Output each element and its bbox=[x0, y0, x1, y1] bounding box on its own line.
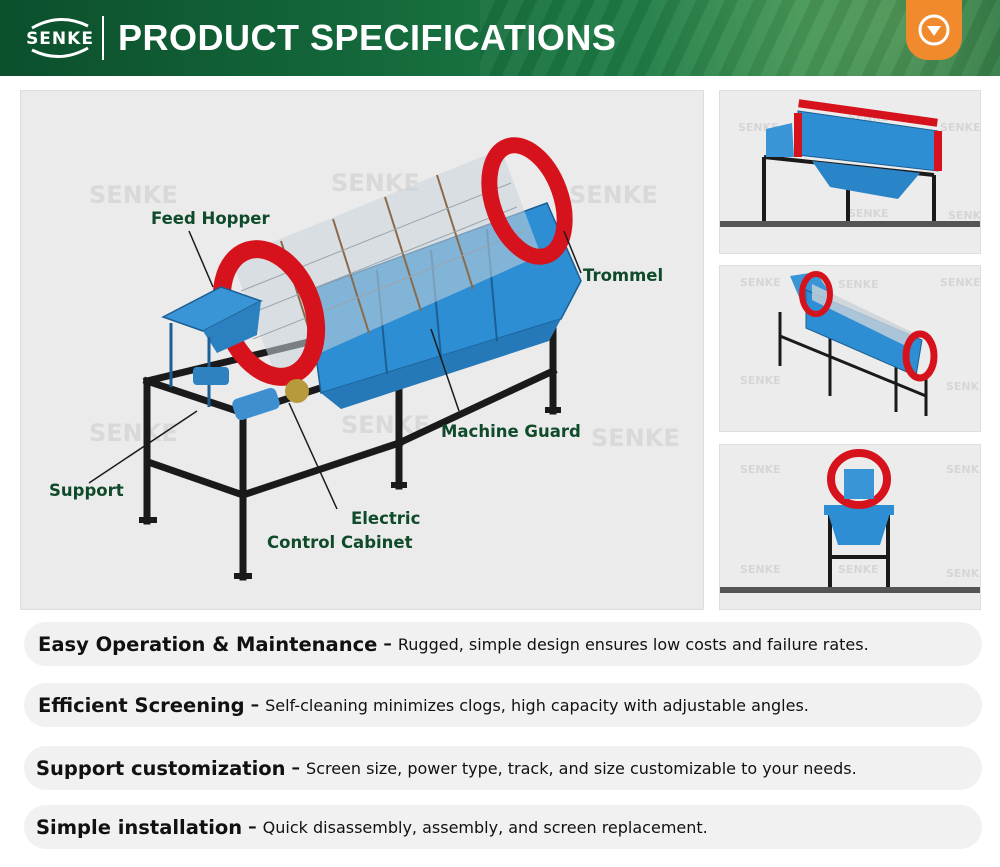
watermark-text: SENKE bbox=[940, 121, 981, 134]
feature-description: Screen size, power type, track, and size… bbox=[306, 758, 857, 778]
feature-dash: – bbox=[291, 758, 301, 778]
logo-swoosh-icon bbox=[31, 18, 89, 58]
feature-title: Efficient Screening bbox=[38, 693, 245, 717]
label-support: Support bbox=[49, 481, 124, 500]
feature-title: Support customization bbox=[36, 756, 286, 780]
watermark-text: SENKE bbox=[740, 374, 781, 387]
iso-view-illustration: SENKE SENKE SENKE SENKE SENKE bbox=[740, 271, 981, 416]
feature-description: Quick disassembly, assembly, and screen … bbox=[262, 817, 708, 837]
feature-customization: Support customization – Screen size, pow… bbox=[24, 746, 982, 790]
header-banner: SENKE PRODUCT SPECIFICATIONS bbox=[0, 0, 1000, 76]
watermark-text: SENKE bbox=[946, 463, 981, 476]
label-control-cabinet: Control Cabinet bbox=[267, 533, 413, 552]
watermark-text: SENKE bbox=[740, 563, 781, 576]
end-view-illustration: SENKE SENKE SENKE SENKE SENKE bbox=[720, 449, 981, 593]
thumbnail-end-view: SENKE SENKE SENKE SENKE SENKE bbox=[719, 444, 981, 610]
feature-description: Rugged, simple design ensures low costs … bbox=[397, 634, 869, 654]
watermark-text: SENKE bbox=[940, 276, 981, 289]
thumbnail-iso-view: SENKE SENKE SENKE SENKE SENKE bbox=[719, 265, 981, 432]
label-electric: Electric bbox=[351, 509, 421, 528]
scroll-down-button[interactable] bbox=[906, 0, 962, 60]
label-machine-guard: Machine Guard bbox=[441, 422, 581, 441]
logo-text: SENKE bbox=[26, 29, 94, 49]
watermark-text: SENKE bbox=[946, 567, 981, 580]
watermark-text: SENKE bbox=[946, 380, 981, 393]
trommel-diagram: SENKE SENKE SENKE SENKE SENKE SENKE bbox=[20, 90, 704, 610]
label-feed-hopper: Feed Hopper bbox=[151, 209, 270, 228]
watermark-text: SENKE bbox=[848, 207, 889, 220]
watermark-text: SENKE bbox=[89, 181, 178, 209]
feature-easy-operation: Easy Operation & Maintenance – Rugged, s… bbox=[24, 622, 982, 666]
label-trommel: Trommel bbox=[583, 266, 664, 285]
feature-dash: – bbox=[383, 634, 392, 654]
feature-dash: – bbox=[250, 695, 260, 715]
trommel-machine-illustration: SENKE SENKE SENKE SENKE SENKE SENKE bbox=[88, 137, 680, 581]
feature-title: Easy Operation & Maintenance bbox=[38, 632, 378, 656]
feature-dash: – bbox=[248, 817, 257, 837]
watermark-text: SENKE bbox=[569, 181, 658, 209]
watermark-text: SENKE bbox=[948, 209, 981, 222]
chevron-down-icon bbox=[918, 14, 950, 46]
watermark-text: SENKE bbox=[591, 424, 680, 452]
senke-logo: SENKE bbox=[26, 14, 94, 62]
watermark-text: SENKE bbox=[838, 278, 879, 291]
feature-efficient-screening: Efficient Screening – Self-cleaning mini… bbox=[24, 683, 982, 727]
watermark-text: SENKE bbox=[740, 463, 781, 476]
header-divider bbox=[102, 16, 104, 60]
watermark-text: SENKE bbox=[740, 276, 781, 289]
feature-description: Self-cleaning minimizes clogs, high capa… bbox=[265, 695, 809, 715]
feature-title: Simple installation bbox=[36, 815, 243, 839]
page-title: PRODUCT SPECIFICATIONS bbox=[118, 17, 617, 58]
feature-simple-installation: Simple installation – Quick disassembly,… bbox=[24, 805, 982, 849]
side-view-illustration: SENKE SENKE SENKE SENKE SENKE bbox=[720, 99, 981, 227]
thumbnail-side-view: SENKE SENKE SENKE SENKE SENKE bbox=[719, 90, 981, 254]
watermark-text: SENKE bbox=[838, 563, 879, 576]
